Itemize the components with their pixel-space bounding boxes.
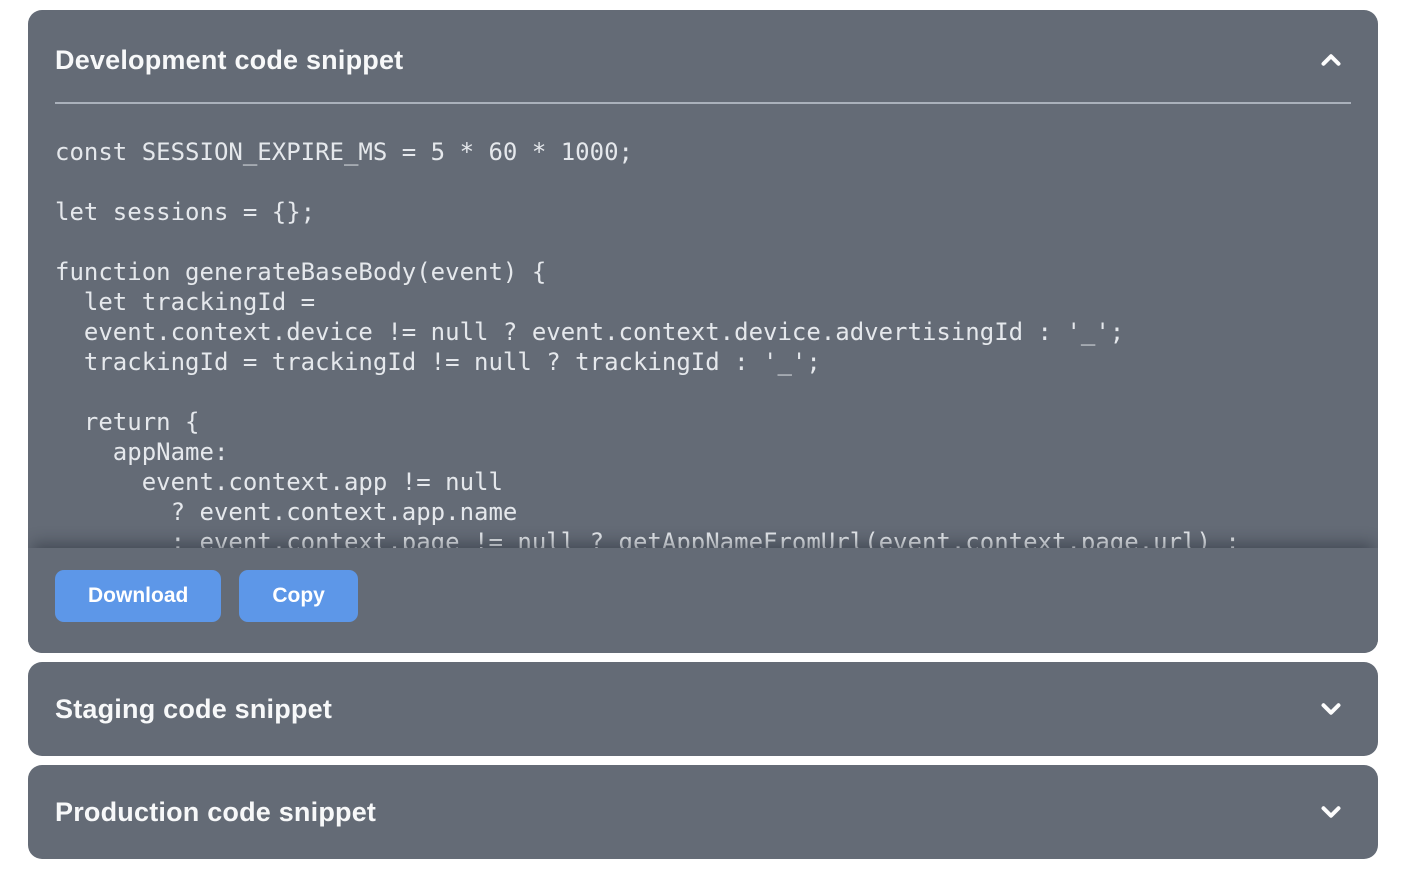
chevron-down-icon[interactable] [1314,692,1348,726]
header-divider [55,102,1351,104]
panel-production: Production code snippet [28,765,1378,859]
panel-header-production[interactable]: Production code snippet [28,765,1378,859]
chevron-up-icon[interactable] [1314,43,1348,77]
panel-title-staging: Staging code snippet [55,694,333,724]
copy-button[interactable]: Copy [239,570,358,622]
panel-development: Development code snippet const SESSION_E… [28,10,1378,653]
chevron-down-icon[interactable] [1314,795,1348,829]
panel-footer: Download Copy [28,548,1378,653]
download-button[interactable]: Download [55,570,222,622]
panel-title-production: Production code snippet [55,797,377,827]
panel-header-development[interactable]: Development code snippet [28,10,1378,78]
panel-title-development: Development code snippet [55,45,404,75]
code-scroll-area[interactable]: const SESSION_EXPIRE_MS = 5 * 60 * 1000;… [28,104,1378,548]
panel-header-staging[interactable]: Staging code snippet [28,662,1378,756]
panel-staging: Staging code snippet [28,662,1378,756]
code-snippet-development: const SESSION_EXPIRE_MS = 5 * 60 * 1000;… [55,138,1240,548]
